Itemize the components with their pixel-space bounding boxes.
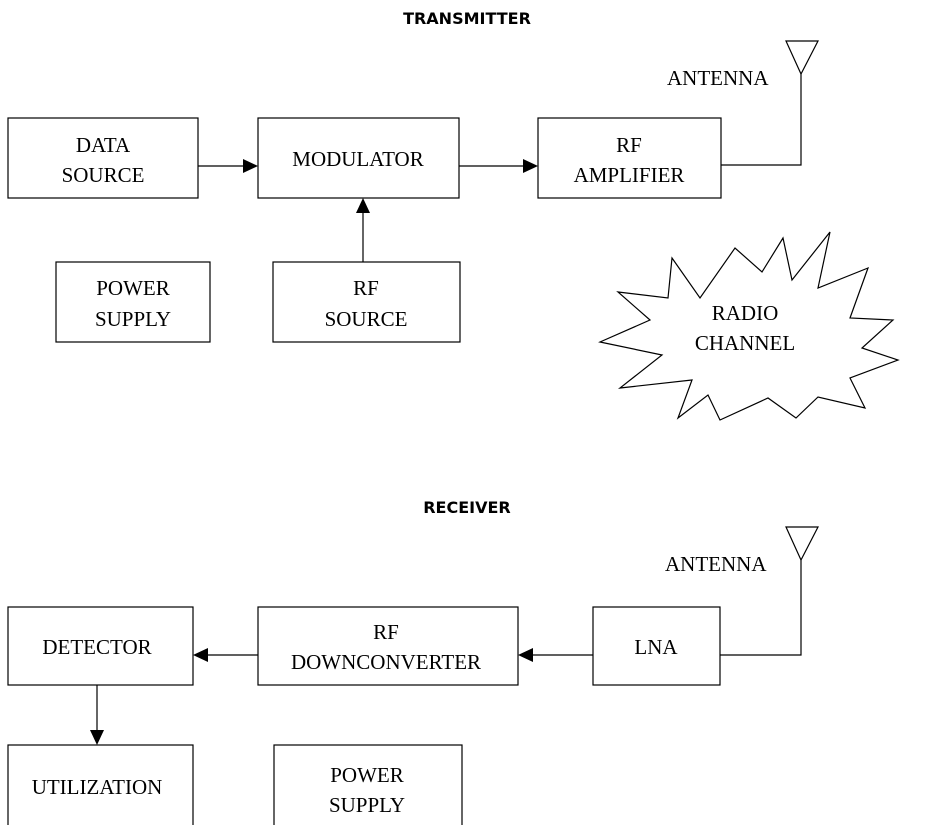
utilization-input-arrowhead xyxy=(90,730,104,745)
rx-antenna-icon xyxy=(785,526,819,562)
modulator-carrier-arrowhead xyxy=(356,198,370,213)
rf-source-label-line2: SOURCE xyxy=(325,307,408,331)
tx-connections xyxy=(198,74,802,262)
tx-antenna-icon xyxy=(785,40,819,76)
lna-block: LNA xyxy=(592,606,721,686)
radio-channel-burst-icon xyxy=(598,231,900,421)
tx-power-supply-label-line1: POWER xyxy=(96,276,170,300)
rf-downconverter-block: RF DOWNCONVERTER xyxy=(257,606,519,686)
tx-antenna-label: ANTENNA xyxy=(667,66,769,90)
tx-antenna: ANTENNA xyxy=(667,40,819,90)
antenna-to-lna-line xyxy=(720,560,802,656)
receiver-heading: RECEIVER xyxy=(423,498,511,517)
detector-label: DETECTOR xyxy=(42,635,151,659)
rx-power-supply-label-line2: SUPPLY xyxy=(329,793,405,817)
utilization-block: UTILIZATION xyxy=(7,744,194,825)
rf-amplifier-to-antenna-line xyxy=(721,74,802,166)
rx-antenna-label: ANTENNA xyxy=(665,552,767,576)
rx-power-supply-label-line1: POWER xyxy=(330,763,404,787)
radio-channel-label-line1: RADIO xyxy=(712,301,779,325)
detector-block: DETECTOR xyxy=(7,606,194,686)
radio-channel: RADIO CHANNEL xyxy=(598,231,900,421)
rx-antenna: ANTENNA xyxy=(665,526,819,576)
data-source-label-line2: SOURCE xyxy=(62,163,145,187)
rf-downconverter-input-arrowhead xyxy=(518,648,533,662)
utilization-label: UTILIZATION xyxy=(32,775,163,799)
rf-amplifier-label-line1: RF xyxy=(616,133,642,157)
modulator-label: MODULATOR xyxy=(292,147,423,171)
rf-amplifier-label-line2: AMPLIFIER xyxy=(574,163,685,187)
rf-source-label-line1: RF xyxy=(353,276,379,300)
lna-label: LNA xyxy=(634,635,678,659)
data-source-block: DATA SOURCE xyxy=(7,117,199,199)
radio-channel-label-line2: CHANNEL xyxy=(695,331,795,355)
transmitter-heading: TRANSMITTER xyxy=(403,9,531,28)
rf-amplifier-block: RF AMPLIFIER xyxy=(537,117,722,199)
detector-input-arrowhead xyxy=(193,648,208,662)
rf-downconverter-label-line1: RF xyxy=(373,620,399,644)
tx-power-supply-label-line2: SUPPLY xyxy=(95,307,171,331)
rx-power-supply-block: POWER SUPPLY xyxy=(273,744,463,825)
modulator-input-arrowhead xyxy=(243,159,258,173)
tx-power-supply-block: POWER SUPPLY xyxy=(55,261,211,343)
rx-connections xyxy=(90,560,802,745)
modulator-block: MODULATOR xyxy=(257,117,460,199)
rf-amplifier-input-arrowhead xyxy=(523,159,538,173)
rf-downconverter-label-line2: DOWNCONVERTER xyxy=(291,650,481,674)
data-source-label-line1: DATA xyxy=(76,133,131,157)
rf-source-block: RF SOURCE xyxy=(272,261,461,343)
